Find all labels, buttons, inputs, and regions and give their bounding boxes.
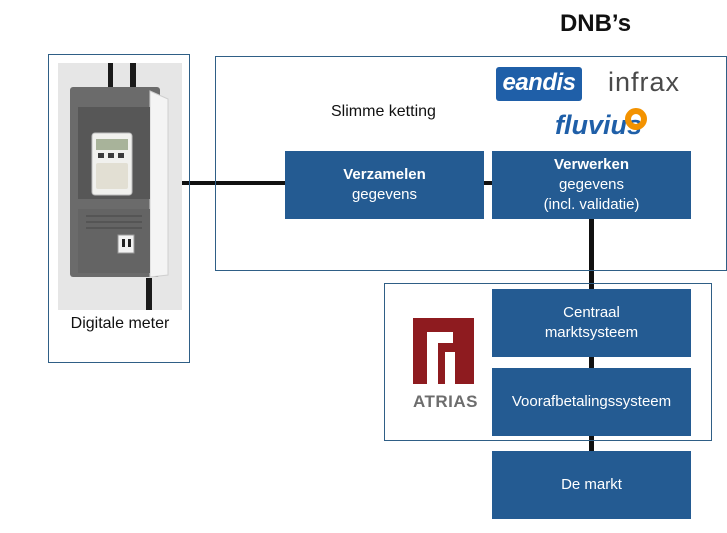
connector-meter-to-collect (162, 181, 286, 185)
meter-caption: Digitale meter (70, 315, 170, 332)
process-note: (incl. validatie) (543, 196, 640, 213)
process-data-box: Verwerken gegevens (incl. validatie) (492, 151, 691, 219)
central-line2: marktsysteem (544, 324, 639, 341)
market-label: De markt (561, 476, 622, 493)
atrias-logo: ATRIAS (413, 318, 479, 411)
connector-collect-to-process (484, 181, 494, 185)
collect-title: Verzamelen (343, 166, 426, 183)
chain-label: Slimme ketting (331, 103, 436, 120)
process-subtitle: gegevens (558, 176, 625, 193)
meter-photo (58, 63, 182, 310)
page-title: DNB’s (559, 10, 632, 37)
process-title: Verwerken (553, 156, 630, 173)
atrias-logo-text: ATRIAS (413, 392, 479, 411)
collect-subtitle: gegevens (351, 186, 418, 203)
atrias-mark-icon (413, 318, 474, 384)
infrax-logo: infrax (608, 67, 681, 97)
fluvius-swirl-icon (625, 108, 647, 130)
eandis-logo: eandis (496, 67, 582, 101)
prepayment-system-box: Voorafbetalingssysteem (492, 368, 691, 436)
prepay-label: Voorafbetalingssysteem (511, 393, 672, 410)
meter-panel: Digitale meter (48, 54, 190, 363)
market-box: De markt (492, 451, 691, 519)
atrias-panel (384, 283, 712, 441)
central-line1: Centraal (563, 304, 620, 321)
central-market-system-box: Centraal marktsysteem (492, 289, 691, 357)
collect-data-box: Verzamelen gegevens (285, 151, 484, 219)
digital-meter-icon (58, 63, 182, 310)
